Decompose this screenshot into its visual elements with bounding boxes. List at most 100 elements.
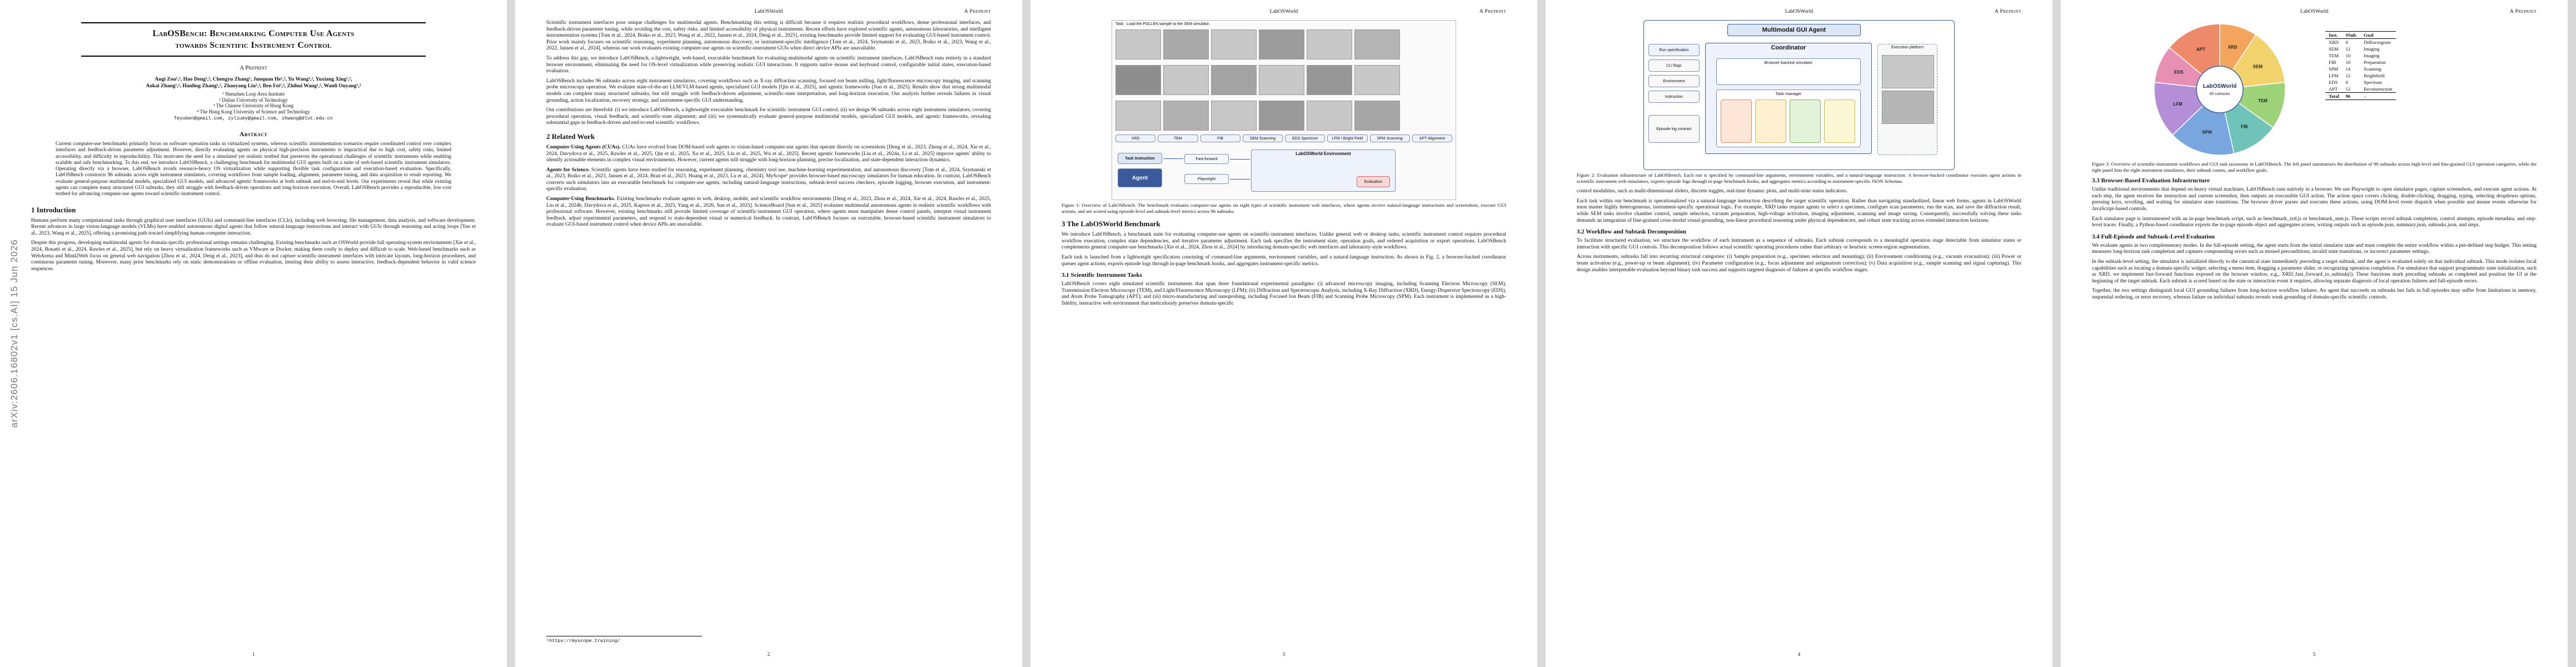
paper-page-1: arXiv:2606.16802v1 [cs.AI] 15 Jun 2026 L… bbox=[0, 0, 507, 667]
author-list: Angi Zou¹,², Hao Deng¹,³, Chengyu Zhang¹… bbox=[31, 77, 476, 89]
episode-log-box: Episode log contract bbox=[1648, 115, 1700, 143]
wheel-segment-label: SEM bbox=[2253, 64, 2263, 69]
figure-3-caption: Figure 3: Overview of scientific-instrum… bbox=[2092, 161, 2537, 173]
instrument-label: SEM Scanning bbox=[1242, 135, 1283, 142]
table-cell: Diffractogram bbox=[2364, 39, 2391, 45]
header-preprint: A Preprint bbox=[2509, 9, 2537, 14]
evaluation-box: Evaluation bbox=[1357, 176, 1390, 187]
table-cell: Reconstruction bbox=[2364, 86, 2393, 92]
intro-paragraph: Humans perform many computational tasks … bbox=[31, 217, 476, 236]
page-number: 4 bbox=[1797, 651, 1801, 657]
body-paragraph: To address this gap, we introduce LabOSB… bbox=[546, 55, 991, 74]
body-paragraph: Each task is launched from a lightweight… bbox=[1062, 254, 1506, 267]
platform-screenshot bbox=[1882, 91, 1934, 124]
figure-2-infrastructure: Multimodal GUI Agent Run specification C… bbox=[1643, 20, 1955, 170]
body-paragraph: control modalities, such as multi-dimens… bbox=[1577, 188, 1848, 195]
simulator-screenshot bbox=[1307, 29, 1352, 59]
wheel-segment-label: TEM bbox=[2258, 98, 2268, 103]
paper-title: LabOSBench: Benchmarking Computer Use Ag… bbox=[31, 28, 476, 51]
figure-task-title: Task : Load the POLLEN sample to the SEM… bbox=[1115, 22, 1210, 26]
simulator-screenshot bbox=[1163, 65, 1209, 95]
simulator-screenshot bbox=[1115, 65, 1161, 95]
subsection-heading: 3.3 Browser-Based Evaluation Infrastruct… bbox=[2092, 177, 2210, 185]
wheel-segment-label: FIB bbox=[2241, 125, 2248, 130]
table-cell: TEM bbox=[2329, 53, 2339, 58]
table-cell: 8 bbox=[2345, 39, 2348, 45]
simulator-screenshot bbox=[1163, 101, 1209, 131]
body-paragraph: LabOSBench includes 96 subtasks across e… bbox=[546, 78, 991, 103]
body-paragraph: Together, the two settings distinguish l… bbox=[2092, 288, 2537, 300]
page-number: 1 bbox=[252, 651, 255, 657]
instrument-label: XRD bbox=[1115, 135, 1156, 142]
table-cell: LFM bbox=[2329, 73, 2339, 78]
instrument-label: LFM / Bright Field bbox=[1327, 135, 1368, 142]
stage-box bbox=[1755, 99, 1786, 143]
simulator-screenshot bbox=[1307, 101, 1352, 131]
table-cell: FIB bbox=[2329, 59, 2336, 65]
paper-page-3: LabOSWorld A Preprint Task : Load the POL… bbox=[1030, 0, 1537, 667]
wheel-segment-label: SPM bbox=[2202, 130, 2212, 135]
arrow bbox=[1163, 158, 1183, 159]
table-cell: Spectrum bbox=[2364, 79, 2382, 85]
table-cell: 12 bbox=[2345, 86, 2351, 92]
figure-2-caption: Figure 2: Evaluation infrastructure of L… bbox=[1577, 172, 2021, 184]
page-number: 3 bbox=[1282, 651, 1285, 657]
abstract-heading: Abstract bbox=[239, 130, 268, 138]
affiliation: ² Dalian University of Technology bbox=[219, 97, 288, 103]
wheel-segment-label: XRD bbox=[2228, 44, 2238, 49]
table-cell: EDS bbox=[2329, 79, 2338, 85]
author-emails: feyuben@gmail.com, zyliumy@gmail.com, zh… bbox=[174, 116, 333, 121]
table-cell: 12 bbox=[2345, 73, 2351, 78]
table-cell: SEM bbox=[2329, 46, 2339, 52]
table-row: SEM 12 Imaging bbox=[2325, 46, 2396, 52]
task-instruction-box: Task Instruction bbox=[1118, 153, 1162, 164]
wheel-center bbox=[2196, 66, 2244, 113]
body-paragraph: Each simulator page is instrumented with… bbox=[2092, 216, 2537, 228]
table-cell: 14 bbox=[2345, 66, 2351, 72]
arxiv-id-label: arXiv:2606.16802v1 [cs.AI] 15 Jun 2026 bbox=[9, 239, 19, 428]
stage-box bbox=[1721, 99, 1752, 143]
table-cell: 12 bbox=[2345, 46, 2351, 52]
body-paragraph: In the subtask-level setting, the simula… bbox=[2092, 258, 2537, 284]
title-line-2: towards Scientific Instrument Control bbox=[175, 41, 332, 50]
simulator-screenshot bbox=[1211, 101, 1257, 131]
table-cell: APT bbox=[2329, 86, 2338, 92]
instrument-label: SPM Scanning bbox=[1369, 135, 1410, 142]
agent-box: Agent bbox=[1118, 168, 1162, 187]
body-paragraph: LabOSBench covers eight simulated scient… bbox=[1062, 281, 1506, 306]
platform-screenshot bbox=[1882, 55, 1934, 88]
affiliation: ³ The Chinese University of Hong Kong bbox=[213, 103, 294, 108]
body-paragraph: Each task within our benchmark is operat… bbox=[1577, 198, 2021, 223]
subsection-heading: 3.4 Full-Episode and Subtask-Level Evalu… bbox=[2092, 233, 2215, 240]
table-total-cell: – bbox=[2364, 93, 2366, 99]
table-cell: Imaging bbox=[2364, 46, 2380, 52]
related-work-paragraph: Computer-Using Benchmarks. Existing benc… bbox=[546, 196, 991, 228]
table-cell: Scanning bbox=[2364, 66, 2381, 72]
simulator-screenshot bbox=[1307, 65, 1352, 95]
section-heading-benchmark: 3 The LabOSWorld Benchmark bbox=[1062, 220, 1160, 228]
paragraph-title: Agents for Science. bbox=[546, 167, 590, 173]
body-paragraph: We evaluate agents in two complementary … bbox=[2092, 242, 2537, 255]
page-number: 5 bbox=[2313, 651, 2316, 657]
body-paragraph: We introduce LabOSBench, a benchmark sui… bbox=[1062, 232, 1506, 251]
header-preprint: A Preprint bbox=[1479, 9, 1506, 14]
subsection-heading: 3.2 Workflow and Subtask Decomposition bbox=[1577, 228, 1686, 236]
authors-line-2: Aokai Zhang¹,², Hanling Zhang¹,², Zhaoya… bbox=[146, 83, 361, 89]
simulator-screenshot bbox=[1354, 65, 1400, 95]
subsection-heading: 3.1 Scientific Instrument Tasks bbox=[1062, 272, 1142, 279]
table-total-cell: Total bbox=[2329, 93, 2339, 99]
body-paragraph: To facilitate structured evaluation, we … bbox=[1577, 238, 2021, 250]
arrow bbox=[1230, 159, 1250, 160]
related-work-paragraph: Computer-Using Agents (CUAs). CUAs have … bbox=[546, 145, 991, 164]
instrument-label: FIB bbox=[1200, 135, 1240, 142]
playwright-box: Playwright bbox=[1184, 174, 1229, 184]
header-title: LabOSWorld bbox=[1269, 9, 1298, 14]
header-title: LabOSWorld bbox=[1785, 9, 1813, 14]
